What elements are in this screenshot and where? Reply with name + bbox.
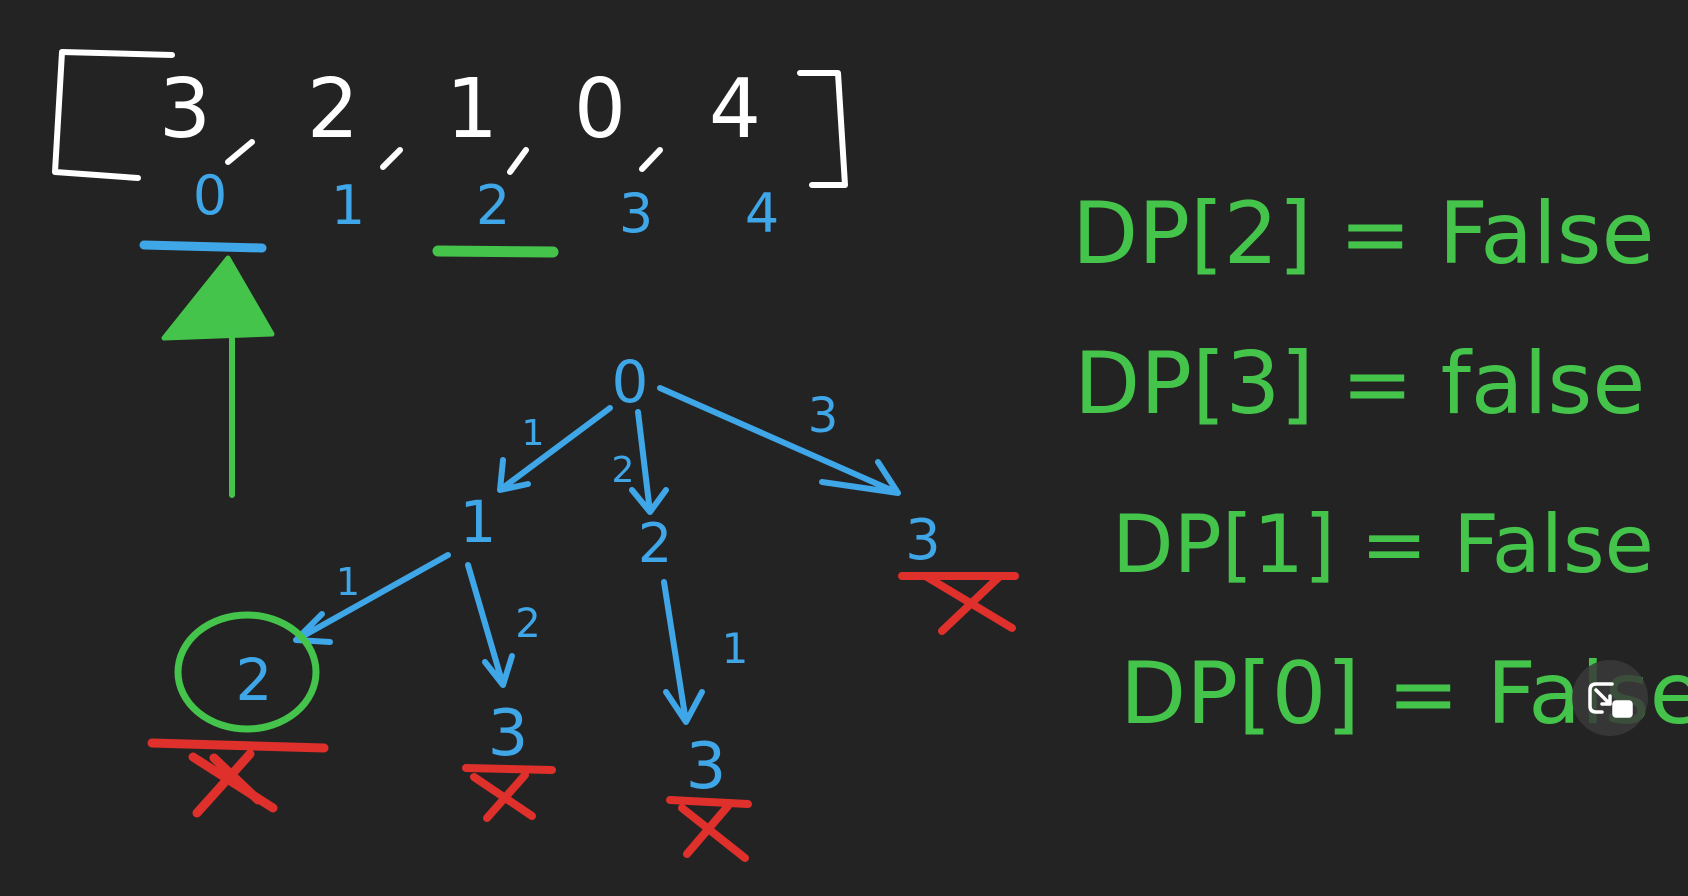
index-1: 1 bbox=[331, 174, 365, 237]
array-separator-0 bbox=[225, 139, 255, 165]
edge-label-root-1: 1 bbox=[522, 413, 545, 454]
dp-row-2-index: 1 bbox=[1253, 498, 1304, 591]
dp-row-3-prefix: DP[ bbox=[1120, 644, 1272, 744]
edge-2-to-child bbox=[661, 579, 705, 725]
dp-row-3-index: 0 bbox=[1272, 644, 1327, 744]
tree-node-2: 2 bbox=[638, 512, 672, 575]
index-3: 3 bbox=[619, 182, 653, 245]
tree-node-1-left: 2 bbox=[236, 646, 273, 714]
edge-label-root-2: 2 bbox=[612, 450, 635, 491]
decision-tree: 0 1 2 3 2 3 3 1 2 3 1 2 1 bbox=[236, 348, 941, 804]
edge-label-2-child: 1 bbox=[722, 624, 749, 673]
dp-row-1-suffix: ] = false bbox=[1280, 334, 1645, 434]
dp-row-0-prefix: DP[ bbox=[1072, 184, 1224, 284]
red-cross-node-1-left bbox=[147, 738, 329, 818]
array-value-1: 2 bbox=[307, 62, 359, 157]
tree-node-1: 1 bbox=[460, 488, 497, 556]
tree-node-2-child: 3 bbox=[686, 730, 727, 804]
edge-1-to-right bbox=[465, 562, 515, 688]
tree-node-3: 3 bbox=[905, 508, 941, 573]
dp-row-2-prefix: DP[ bbox=[1112, 498, 1253, 591]
array-value-3: 0 bbox=[574, 62, 626, 157]
edge-root-to-2 bbox=[629, 409, 669, 515]
memo-circle bbox=[174, 611, 320, 733]
red-cross-node-1-right bbox=[462, 764, 556, 822]
tree-node-root: 0 bbox=[612, 348, 649, 416]
index-0: 0 bbox=[193, 164, 227, 227]
edge-root-to-3 bbox=[657, 385, 901, 496]
green-up-arrow bbox=[161, 255, 275, 498]
dp-equations: DP[2] = False DP[3] = false DP[1] = Fals… bbox=[1072, 184, 1688, 744]
red-marks bbox=[147, 572, 1019, 862]
array-group: 3 2 1 0 4 bbox=[52, 49, 848, 188]
dp-row-0-index: 2 bbox=[1224, 184, 1279, 284]
index-2: 2 bbox=[476, 174, 510, 237]
index-2-underline bbox=[432, 245, 559, 258]
array-close-bracket bbox=[797, 70, 848, 188]
index-group: 0 1 2 3 4 bbox=[193, 164, 779, 245]
dp-row-2: DP[1] = False bbox=[1112, 498, 1654, 591]
array-value-0: 3 bbox=[159, 62, 211, 157]
edge-label-1-left: 1 bbox=[336, 560, 360, 604]
dp-row-0: DP[2] = False bbox=[1072, 184, 1655, 284]
red-cross-node-2-child bbox=[666, 796, 752, 862]
red-cross-node-3 bbox=[898, 572, 1019, 635]
picture-in-picture-button[interactable] bbox=[1572, 660, 1648, 736]
tree-node-1-right: 3 bbox=[488, 697, 529, 771]
dp-row-1-prefix: DP[ bbox=[1074, 334, 1226, 434]
edge-root-to-1 bbox=[497, 405, 613, 493]
dp-row-1: DP[3] = false bbox=[1074, 334, 1645, 434]
edge-1-to-left bbox=[293, 552, 451, 645]
index-4: 4 bbox=[745, 182, 779, 245]
array-value-2: 1 bbox=[446, 62, 498, 157]
array-separator-2 bbox=[507, 147, 529, 175]
dp-row-1-index: 3 bbox=[1226, 334, 1281, 434]
picture-in-picture-icon bbox=[1588, 682, 1633, 718]
dp-row-2-suffix: ] = False bbox=[1304, 498, 1654, 591]
array-open-bracket bbox=[52, 49, 175, 181]
dp-row-0-suffix: ] = False bbox=[1278, 184, 1654, 284]
edge-label-root-3: 3 bbox=[808, 388, 839, 444]
edge-label-1-right: 2 bbox=[515, 601, 540, 647]
array-value-4: 4 bbox=[709, 62, 761, 157]
index-0-underline bbox=[139, 240, 267, 253]
array-separator-1 bbox=[380, 147, 403, 170]
array-separator-3 bbox=[639, 147, 663, 172]
